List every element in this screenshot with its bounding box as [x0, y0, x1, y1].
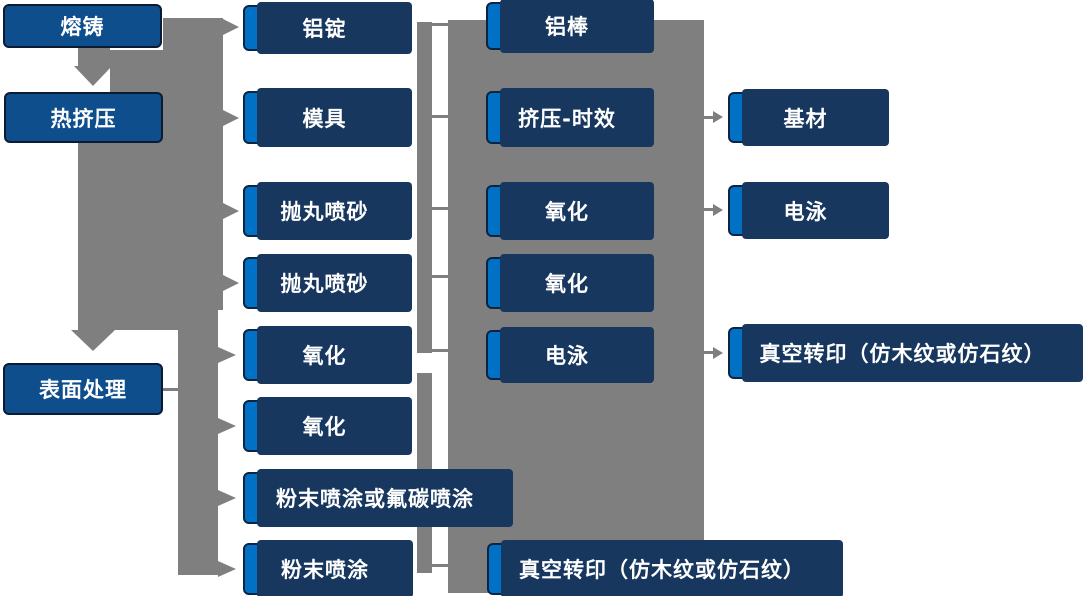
arrow-to-shot-blasting-2	[223, 275, 239, 291]
node-extrusion-aging: 挤压-时效	[486, 88, 654, 147]
arrow-down-to-surface-treatment	[71, 330, 115, 351]
arrow-to-electrophoresis-2	[713, 204, 723, 216]
node-electrophoresis-1: 电泳	[486, 327, 654, 383]
node-mold: 模具	[243, 88, 412, 147]
arrow-to-aluminum-ingot	[223, 19, 239, 35]
node-powder-or-fluorocarbon: 粉末喷涂或氟碳喷涂	[243, 469, 513, 527]
arrow-to-mold	[223, 110, 239, 126]
surface-treatment-bar	[178, 310, 218, 575]
arrow-to-vacuum-transfer-2	[713, 347, 723, 359]
arrow-to-powder-coating	[218, 561, 236, 577]
node-electrophoresis-2: 电泳	[728, 182, 889, 239]
node-vacuum-transfer-1: 真空转印（仿木纹或仿石纹）	[487, 540, 843, 596]
node-aluminum-ingot: 铝锭	[243, 2, 412, 54]
arrow-to-oxidation-2	[218, 418, 236, 434]
node-vacuum-transfer-2: 真空转印（仿木纹或仿石纹）	[728, 324, 1083, 382]
collector-bar-upper	[417, 22, 432, 353]
node-surface-treatment: 表面处理	[3, 363, 163, 415]
node-shot-blasting-1: 抛丸喷砂	[243, 182, 412, 240]
node-oxidation-2: 氧化	[243, 397, 412, 455]
node-powder-coating: 粉末喷涂	[243, 540, 413, 596]
arrow-to-oxidation-1	[218, 347, 236, 363]
node-aluminum-rod: 铝棒	[486, 0, 654, 53]
node-melting-casting: 熔铸	[3, 4, 162, 48]
node-oxidation-3: 氧化	[486, 182, 654, 240]
surface-treatment-link	[163, 388, 179, 391]
node-oxidation-4: 氧化	[486, 254, 654, 312]
node-base-material: 基材	[728, 89, 889, 146]
node-shot-blasting-2: 抛丸喷砂	[243, 254, 412, 312]
arrow-to-powder-or-fluorocarbon	[218, 490, 236, 506]
node-oxidation-1: 氧化	[243, 326, 412, 384]
node-hot-extrusion: 热挤压	[4, 92, 163, 143]
arrow-to-base-material	[713, 111, 723, 123]
arrow-to-shot-blasting-1	[223, 203, 239, 219]
arrow-down-to-hot-extrusion	[78, 48, 110, 66]
